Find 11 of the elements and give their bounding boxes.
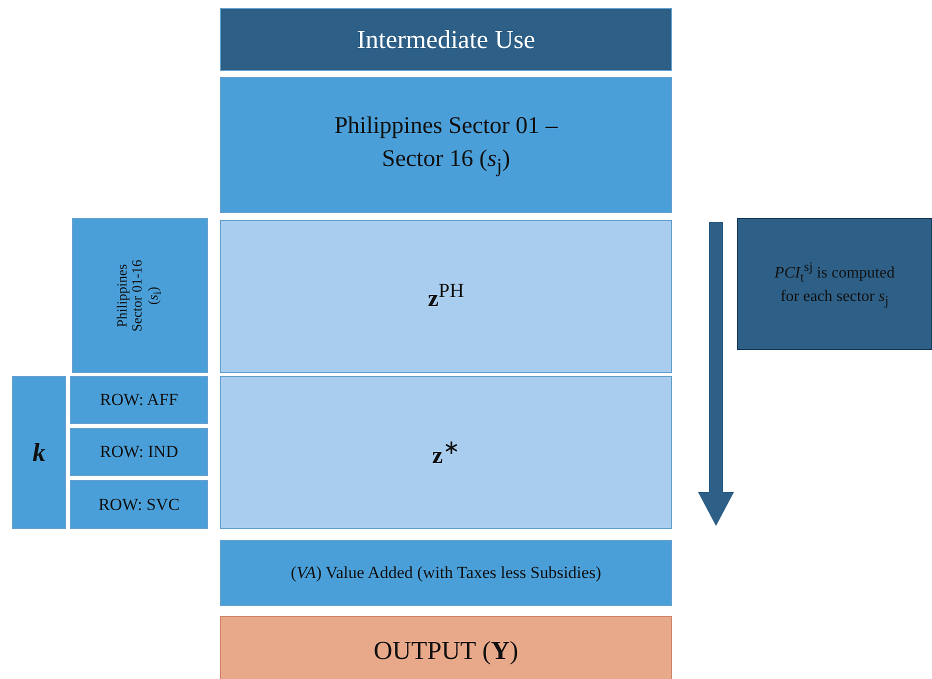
row-group-label: k <box>12 376 66 529</box>
row-header: ROW: AFF <box>70 376 208 424</box>
row-header: ROW: IND <box>70 428 208 476</box>
value-added-row: (VA) Value Added (with Taxes less Subsidies) <box>220 540 672 606</box>
row-header: ROW: SVC <box>70 480 208 529</box>
matrix-block: z$^{∗}$ <box>220 376 672 529</box>
note-box: PCI$_{t}$$^{sj}$ is computed for each sector s$_{j}$ <box>737 218 932 350</box>
column-header: Philippines Sector 01 – Sector 16 (s$_{j}$) <box>220 77 672 213</box>
output-row: OUTPUT (Y) <box>220 616 672 679</box>
header-bar: Intermediate Use <box>220 8 672 71</box>
matrix-block: z$^{PH}$ <box>220 220 672 373</box>
